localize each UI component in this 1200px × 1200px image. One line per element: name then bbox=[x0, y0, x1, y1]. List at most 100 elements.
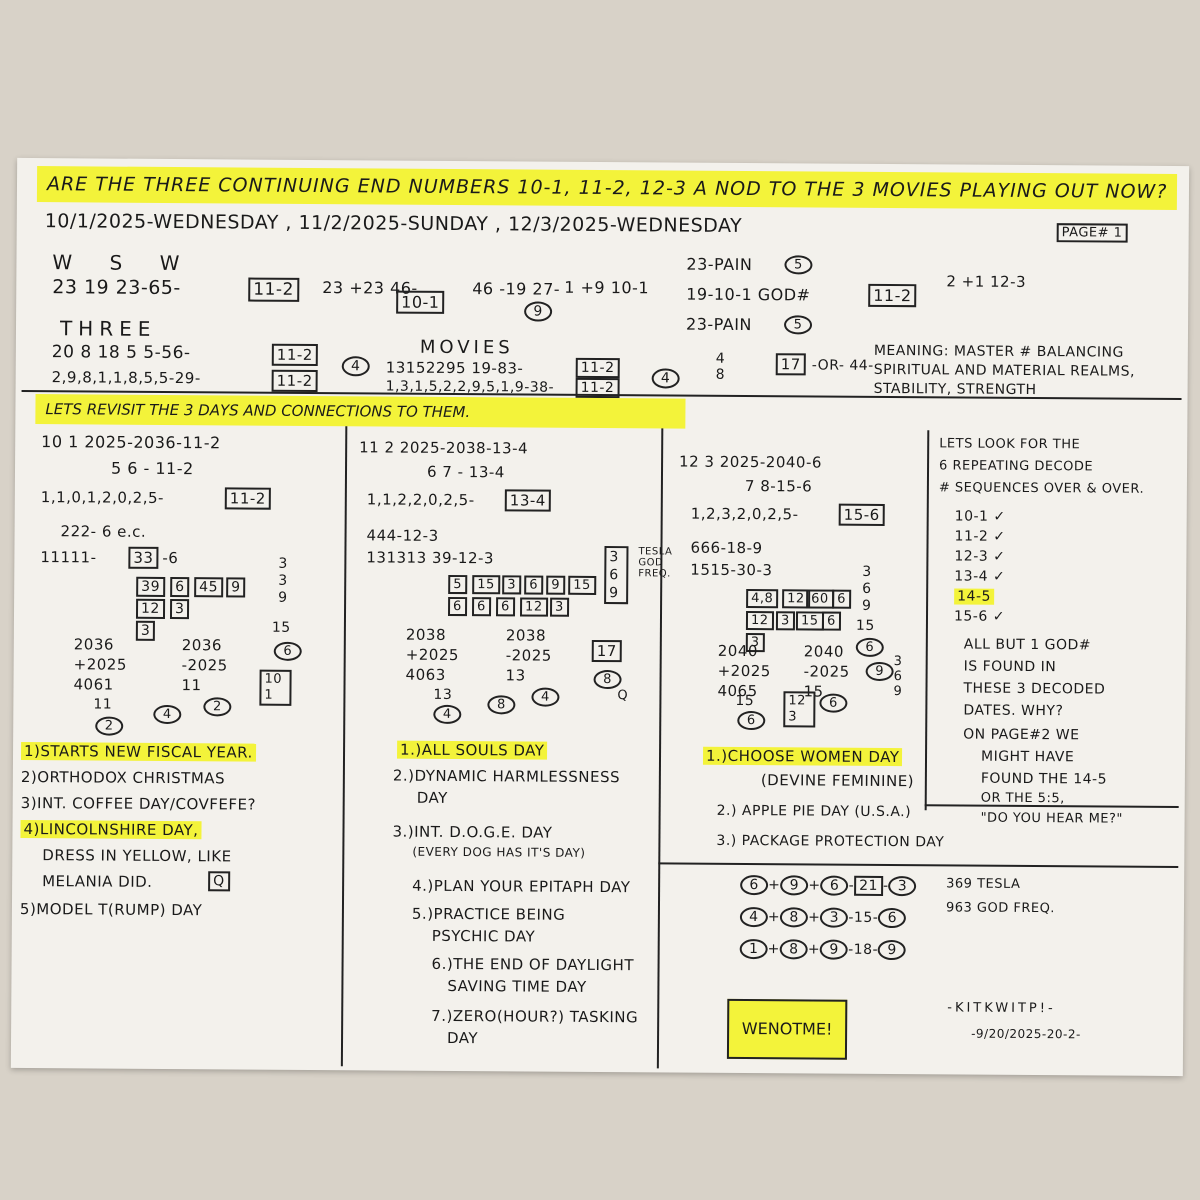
c3-n15: 15 bbox=[855, 617, 875, 634]
c1-grid-2: 45 bbox=[194, 577, 224, 598]
c1-c2a: 2 bbox=[95, 716, 124, 736]
br-row-2: 4+8+3-15-6 bbox=[739, 906, 907, 929]
god-line: 19-10-1 GOD# bbox=[686, 284, 811, 305]
c4-note-8: OR THE 5:5, bbox=[980, 790, 1065, 807]
pain-2-circle: 5 bbox=[783, 315, 813, 335]
c2-item-4: 3.)INT. D.O.G.E. DAY bbox=[392, 822, 553, 842]
c2-item-2: 2.)DYNAMIC HARMLESSNESS bbox=[392, 766, 621, 787]
c1-c4: 4 bbox=[153, 704, 182, 725]
br-r1-c: 6 bbox=[820, 875, 849, 896]
c2-q: Q bbox=[617, 688, 629, 704]
c2-n13: 13 bbox=[433, 686, 453, 703]
c4-check-1: 10-1 ✓ bbox=[954, 508, 1006, 525]
c2-item-9: 6.)THE END OF DAYLIGHT bbox=[431, 954, 635, 975]
wsw-result: 11-2 bbox=[248, 277, 299, 302]
c3-line3-box: 15-6 bbox=[838, 503, 885, 526]
c1-n15: 15 bbox=[271, 619, 291, 636]
movies-values: 13152295 19-83- bbox=[385, 358, 524, 378]
c1-c6: 6 bbox=[273, 641, 302, 661]
br-note-2: 963 GOD FREQ. bbox=[945, 900, 1056, 917]
c4-note-2: IS FOUND IN bbox=[963, 658, 1057, 676]
right-divider bbox=[658, 862, 1179, 869]
c3-grid-3: 6 bbox=[832, 589, 851, 609]
col-divider-1 bbox=[340, 426, 348, 1067]
c3-stack-369: 3 6 9 bbox=[862, 563, 872, 614]
c1-grid-6: 3 bbox=[135, 620, 156, 641]
c2-c8b: 8 bbox=[593, 669, 622, 690]
arrow-result: 11-2 bbox=[868, 283, 917, 308]
br-r3-b: 8 bbox=[779, 939, 808, 960]
c1-box-33: 33 bbox=[128, 546, 159, 569]
c4-note-1: ALL BUT 1 GOD# bbox=[963, 636, 1092, 654]
pain-2: 23-PAIN bbox=[685, 314, 753, 335]
c2-box-17: 17 bbox=[591, 639, 622, 663]
dates-line: 10/1/2025-WEDNESDAY , 11/2/2025-SUNDAY ,… bbox=[44, 210, 743, 237]
c2-item-10: SAVING TIME DAY bbox=[447, 976, 587, 996]
three-word: THREE bbox=[59, 316, 157, 341]
c2-item-3: DAY bbox=[416, 788, 448, 807]
c3-line2: 7 8-15-6 bbox=[744, 477, 813, 496]
br-sig-1: -KITKWITP!- bbox=[947, 1000, 1056, 1017]
c2-c8: 8 bbox=[487, 695, 516, 715]
c1-grid-5: 3 bbox=[169, 598, 190, 620]
c2-item-12: DAY bbox=[446, 1028, 479, 1048]
c3-item-1-text: 1.)CHOOSE WOMEN DAY bbox=[702, 746, 903, 767]
c1-n11: 11 bbox=[93, 696, 113, 713]
c3-item-1: 1.)CHOOSE WOMEN DAY bbox=[702, 746, 903, 767]
c2-stack-369: 3 6 9 bbox=[604, 546, 629, 605]
page-title: ARE THE THREE CONTINUING END NUMBERS 10-… bbox=[36, 166, 1178, 211]
c1-item-7: 5)MODEL T(RUMP) DAY bbox=[19, 899, 203, 920]
circle-4b: 4 bbox=[651, 368, 680, 389]
c1-item-5: DRESS IN YELLOW, LIKE bbox=[42, 846, 232, 866]
c2-grid-1: 15 bbox=[472, 575, 500, 595]
pain-1: 23-PAIN bbox=[686, 254, 753, 275]
c4-note-6: MIGHT HAVE bbox=[980, 748, 1075, 766]
wsw-values: 23 19 23-65- bbox=[52, 276, 181, 300]
c1-line2: 5 6 - 11-2 bbox=[110, 458, 194, 479]
br-r2-d: 15 bbox=[853, 909, 873, 926]
br-r3-a: 1 bbox=[739, 938, 768, 960]
c1-line3: 1,1,0,1,2,0,2,5- bbox=[40, 488, 165, 507]
c3-item-3: 2.) APPLE PIE DAY (U.S.A.) bbox=[716, 802, 912, 821]
c4-check-5: 14-5 bbox=[954, 588, 994, 605]
c3-grid-0: 4,8 bbox=[746, 589, 779, 609]
page-label: PAGE# 1 bbox=[1056, 223, 1128, 243]
c2-line1: 11 2 2025-2038-13-4 bbox=[359, 438, 529, 458]
br-r3-d: 18 bbox=[853, 941, 873, 958]
br-r2-b: 8 bbox=[780, 907, 809, 928]
c3-item-2: (DEVINE FEMININE) bbox=[760, 771, 915, 791]
c2-grid-5: 15 bbox=[568, 575, 596, 595]
col-divider-2 bbox=[656, 428, 664, 1069]
col-divider-3 bbox=[924, 430, 930, 811]
br-r3-c: 9 bbox=[820, 939, 849, 960]
c3-grid-6: 15 bbox=[795, 611, 824, 631]
c1-item-4-text: 4)LINCOLNSHIRE DAY, bbox=[20, 819, 202, 840]
c4-check-6: 15-6 ✓ bbox=[953, 608, 1006, 625]
c1-grid-4: 12 bbox=[135, 598, 165, 619]
c2-line2: 6 7 - 13-4 bbox=[426, 462, 505, 482]
c1-item-1-text: 1)STARTS NEW FISCAL YEAR. bbox=[20, 741, 256, 762]
c2-item-1: 1.)ALL SOULS DAY bbox=[397, 740, 548, 760]
c2-grid-8: 6 bbox=[496, 597, 515, 617]
c2-item-7: 5.)PRACTICE BEING bbox=[411, 904, 566, 924]
c1-box-101: 10 1 bbox=[259, 669, 292, 706]
c2-add: 2038 +2025 4063 bbox=[405, 625, 460, 684]
br-r1-a: 6 bbox=[740, 874, 769, 896]
c1-stack-339: 3 3 9 bbox=[278, 555, 288, 606]
c2-line3: 1,1,2,2,0,2,5- bbox=[366, 490, 475, 510]
c2-grid-0: 5 bbox=[448, 574, 468, 595]
c1-item-1: 1)STARTS NEW FISCAL YEAR. bbox=[20, 741, 256, 762]
c2-c4b: 4 bbox=[531, 687, 560, 707]
br-r2-e: 6 bbox=[878, 907, 907, 929]
sub-a-circle: 9 bbox=[524, 301, 553, 322]
or-44: -OR- 44- bbox=[811, 357, 874, 374]
movies-word: MOVIES bbox=[419, 336, 514, 359]
c1-line3-box: 11-2 bbox=[224, 487, 271, 510]
c2-item-8: PSYCHIC DAY bbox=[431, 926, 536, 946]
c4-intro-1: LETS LOOK FOR THE bbox=[939, 436, 1081, 453]
c4-check-5-text: 14-5 bbox=[954, 588, 994, 605]
pain-1-circle: 5 bbox=[784, 255, 813, 275]
c1-item-4: 4)LINCOLNSHIRE DAY, bbox=[20, 819, 202, 840]
br-r3-e: 9 bbox=[878, 939, 907, 961]
stack-b: 2 +1 12-3 bbox=[946, 272, 1027, 291]
